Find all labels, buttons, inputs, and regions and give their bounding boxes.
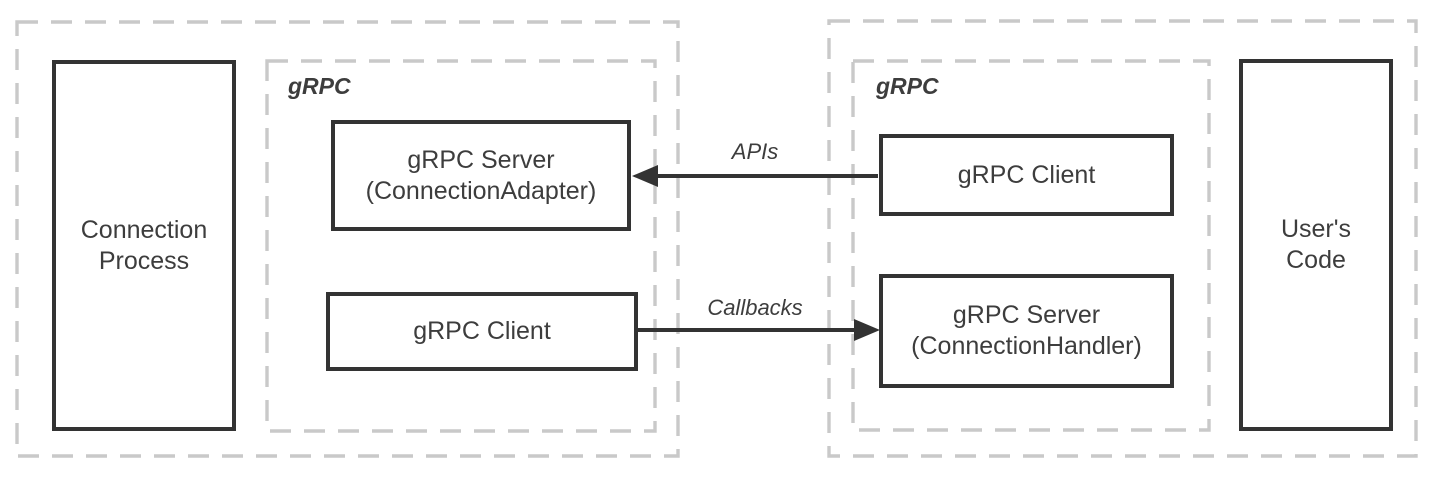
arrow-right-icon xyxy=(854,319,880,341)
grpc-client-left-label: gRPC Client xyxy=(413,317,551,345)
callbacks-arrow xyxy=(638,319,880,341)
left-process-dashed-border xyxy=(15,20,680,458)
grpc-client-right-box: gRPC Client xyxy=(879,134,1174,216)
left-grpc-container-label: gRPC xyxy=(288,73,351,99)
arrow-left-icon xyxy=(632,165,658,187)
grpc-server-adapter-label: gRPC Server (ConnectionAdapter) xyxy=(365,145,597,205)
connection-process-box: Connection Process xyxy=(52,60,236,431)
users-code-box: User's Code xyxy=(1239,59,1393,431)
left-grpc-dashed-border xyxy=(265,59,657,433)
users-code-label: User's Code xyxy=(1280,215,1352,274)
grpc-server-handler-box: gRPC Server (ConnectionHandler) xyxy=(879,274,1174,388)
right-grpc-container-label: gRPC xyxy=(876,73,939,99)
callbacks-arrow-label: Callbacks xyxy=(707,295,803,320)
grpc-server-handler-label: gRPC Server (ConnectionHandler) xyxy=(911,301,1142,360)
grpc-client-left-box: gRPC Client xyxy=(326,292,638,371)
grpc-client-right-label: gRPC Client xyxy=(957,160,1096,189)
apis-arrow xyxy=(632,165,878,187)
grpc-server-adapter-box: gRPC Server (ConnectionAdapter) xyxy=(331,120,631,231)
connection-process-label: Connection Process xyxy=(80,215,208,275)
apis-arrow-label: APIs xyxy=(731,139,779,164)
right-grpc-dashed-border xyxy=(851,59,1211,432)
